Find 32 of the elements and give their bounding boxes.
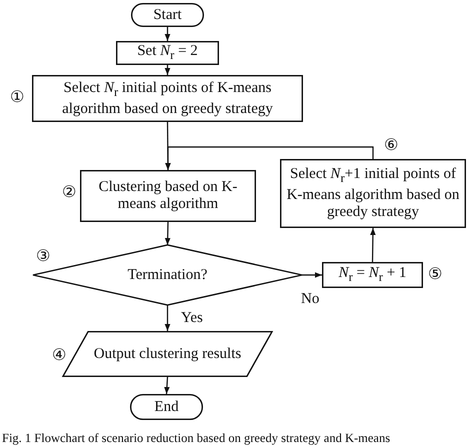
step-number: ④ [52, 347, 66, 365]
process-box [322, 262, 423, 288]
node-text: Output clustering results [94, 346, 242, 362]
step-number: ⑤ [428, 266, 442, 284]
process-box [280, 159, 466, 228]
decision-diamond [33, 245, 302, 305]
terminal-shape [131, 3, 204, 27]
step-number: ③ [36, 248, 50, 266]
arrow [302, 272, 322, 278]
node-text: Set N$_{r}$ = 2 [137, 42, 198, 64]
arrow [370, 228, 376, 262]
node-text: N$_{r}$ = N$_{r}$ + 1 [338, 264, 406, 286]
node-text: Termination? [128, 266, 208, 284]
node-text: End [154, 398, 179, 416]
node-text: Select N$_{r}$+1 initial points of K-means algorithm based on greedy strategy [286, 166, 460, 221]
arrow [164, 27, 170, 41]
step-number: ⑥ [384, 137, 398, 155]
terminal-shape [130, 394, 203, 420]
process-box [80, 170, 256, 222]
arrow [164, 65, 170, 75]
arrow [164, 222, 170, 246]
node-text: Clustering based on K-means algorithm [98, 179, 238, 213]
step-number: ② [62, 184, 76, 202]
arrow [164, 305, 170, 331]
arrow [164, 376, 170, 394]
process-box [32, 75, 303, 122]
node-text: Select N$_{r}$ initial points of K-means algorithm based on greedy strategy [61, 80, 274, 118]
arrow [165, 146, 374, 170]
node-text: Start [153, 6, 182, 24]
step-number: ① [10, 89, 24, 107]
process-box [116, 41, 219, 65]
figure-caption: Fig. 1 Flowchart of scenario reduction based on greedy strategy and K-means [2, 431, 390, 446]
